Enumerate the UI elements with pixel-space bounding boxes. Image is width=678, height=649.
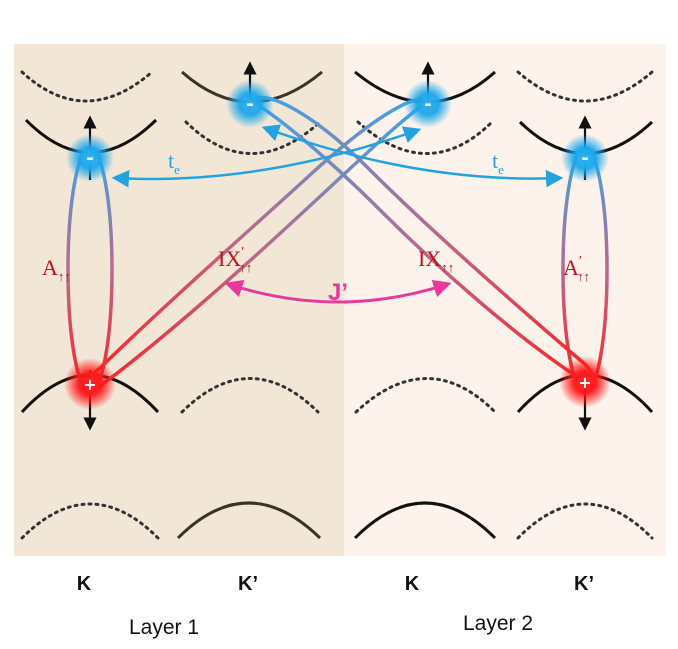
intra-exciton-label-left: A↑↑ [42,255,71,284]
hole-sign: + [578,373,591,392]
hopping-label-right: te [492,148,504,177]
hole [559,356,611,408]
band-dotted [354,377,497,414]
inter-exciton-label-left: IX′↑↑ [218,245,252,275]
intra-exciton-label-right: A′↑↑ [563,254,590,284]
hopping-label-left: te [168,148,180,177]
valley-label-k-prime-layer-2: K’ [574,573,594,595]
valley-label-k-prime-layer-1: K’ [238,573,258,595]
inter-exciton-label-right: IX↑↑ [418,246,454,275]
band-solid [176,501,322,540]
tunneling-arrows [111,124,564,188]
band-dotted [180,377,320,414]
exchange-arrow [224,279,452,304]
electron [404,80,452,128]
exchange-label: J’ [328,279,348,306]
electron-sign: - [581,148,588,169]
electron-sign: - [86,148,93,169]
hole [64,358,116,410]
electron [226,80,274,128]
hole-sign: + [83,375,96,394]
band-dotted [516,502,654,540]
holes [64,356,611,410]
band-dotted [20,70,154,103]
electron [66,134,114,182]
valley-label-k-layer-2: K [405,573,420,595]
valley-label-k-layer-1: K [77,573,92,595]
electrons [66,80,609,182]
hopping-arrow-right [261,124,564,188]
electron-sign: - [424,94,431,115]
layer-2-background [344,44,666,556]
layer-label-2: Layer 2 [463,612,533,635]
layer-label-1: Layer 1 [129,616,199,639]
band-solid [353,501,497,540]
valence-bands-lower [20,501,654,540]
band-dotted [20,502,160,540]
electron-sign: - [246,94,253,115]
charge-signs: - - - - + + [83,94,591,394]
electron [561,134,609,182]
